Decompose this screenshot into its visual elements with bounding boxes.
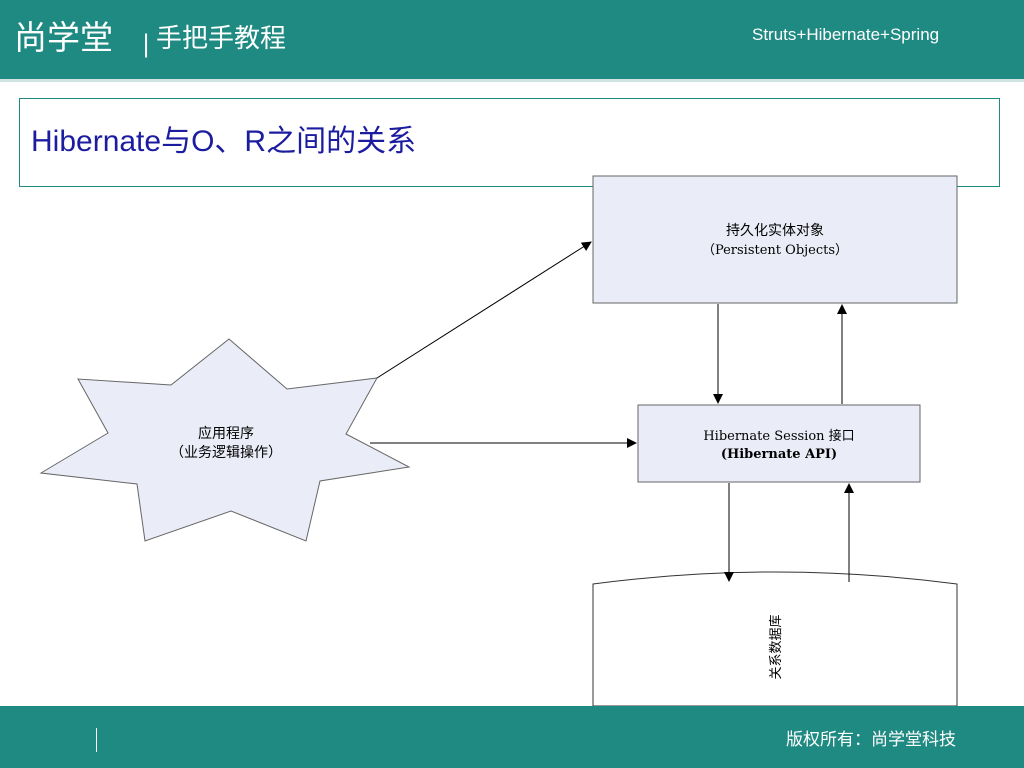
application-star [39,338,411,542]
footer-separator [96,728,97,752]
header-bar: 尚学堂 | 手把手教程 Struts+Hibernate+Spring [0,0,1024,82]
session-label-line1: Hibernate Session 接口 [703,428,854,444]
database-cylinder [592,571,958,707]
session-label-line2: (Hibernate API) [721,447,837,462]
slide-title-box: Hibernate与O、R之间的关系 [19,98,1000,187]
application-label-line1: 应用程序 [198,425,254,442]
persistent-objects-box [592,175,958,304]
persistent-objects-label-line2: （Persistent Objects） [702,243,848,258]
arrow-app-to-persistent [376,241,592,379]
application-label-line2: （业务逻辑操作） [170,445,282,461]
footer-bar: 版权所有：尚学堂科技 [0,706,1024,768]
persistent-objects-label-line1: 持久化实体对象 [726,223,824,239]
brand-subtitle: 手把手教程 [156,24,287,54]
database-node: 关系数据库 [592,571,958,707]
course-title: Struts+Hibernate+Spring [752,25,940,44]
brand-name: 尚学堂 [14,18,113,57]
session-box [637,404,921,483]
persistent-objects-node: 持久化实体对象 （Persistent Objects） [592,175,958,304]
session-node: Hibernate Session 接口 (Hibernate API) [637,404,921,483]
brand-separator: | [142,30,151,58]
database-label: 关系数据库 [768,614,784,679]
slide-title: Hibernate与O、R之间的关系 [31,125,417,158]
copyright-text: 版权所有：尚学堂科技 [786,730,956,750]
application-node: 应用程序 （业务逻辑操作） [39,338,411,542]
